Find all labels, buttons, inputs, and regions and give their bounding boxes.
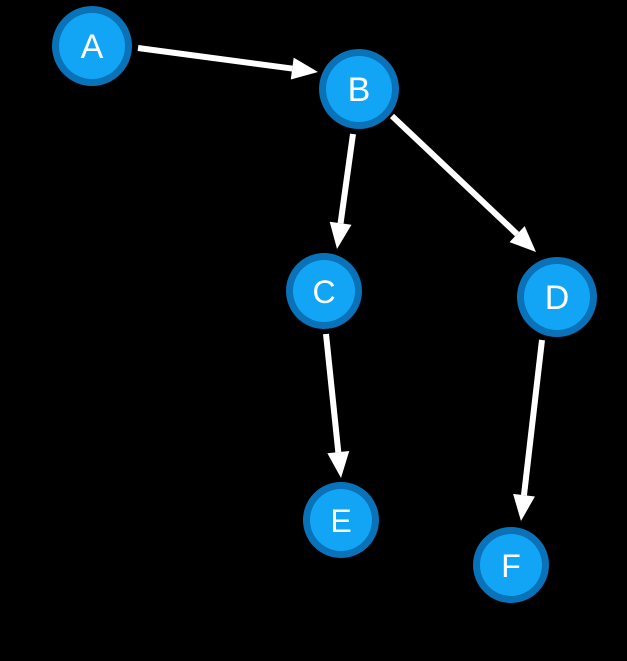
edge-shaft xyxy=(521,339,545,496)
node-label-e: E xyxy=(330,503,351,539)
edge-shaft xyxy=(337,133,356,224)
arrowhead-icon xyxy=(509,226,536,252)
arrowhead-icon xyxy=(329,221,352,249)
node-fill xyxy=(524,264,590,330)
edge-shaft xyxy=(137,45,293,72)
node-label-c: C xyxy=(312,274,335,310)
arrowhead-icon xyxy=(327,451,350,478)
node-label-b: B xyxy=(348,71,371,109)
edge-b-to-c xyxy=(329,133,356,249)
node-f[interactable]: F xyxy=(473,527,549,603)
node-label-f: F xyxy=(501,548,521,584)
node-fill xyxy=(326,56,392,122)
node-c[interactable]: C xyxy=(286,253,362,329)
node-a[interactable]: A xyxy=(52,6,132,86)
node-fill xyxy=(480,534,542,596)
node-label-d: D xyxy=(545,279,570,317)
edge-a-to-b xyxy=(137,45,318,80)
edges-layer xyxy=(137,45,545,521)
arrowhead-icon xyxy=(290,57,318,80)
edge-shaft xyxy=(323,333,342,453)
nodes-layer: A B C D E F xyxy=(52,6,597,603)
node-b[interactable]: B xyxy=(319,49,399,129)
node-fill xyxy=(59,13,125,79)
edge-c-to-e xyxy=(323,333,350,478)
edge-d-to-f xyxy=(513,339,545,521)
edge-b-to-d xyxy=(389,113,536,252)
node-fill xyxy=(310,489,372,551)
edge-shaft xyxy=(389,113,520,237)
node-label-a: A xyxy=(81,28,104,66)
node-e[interactable]: E xyxy=(303,482,379,558)
arrowhead-icon xyxy=(513,493,535,521)
node-fill xyxy=(293,260,355,322)
node-d[interactable]: D xyxy=(517,257,597,337)
